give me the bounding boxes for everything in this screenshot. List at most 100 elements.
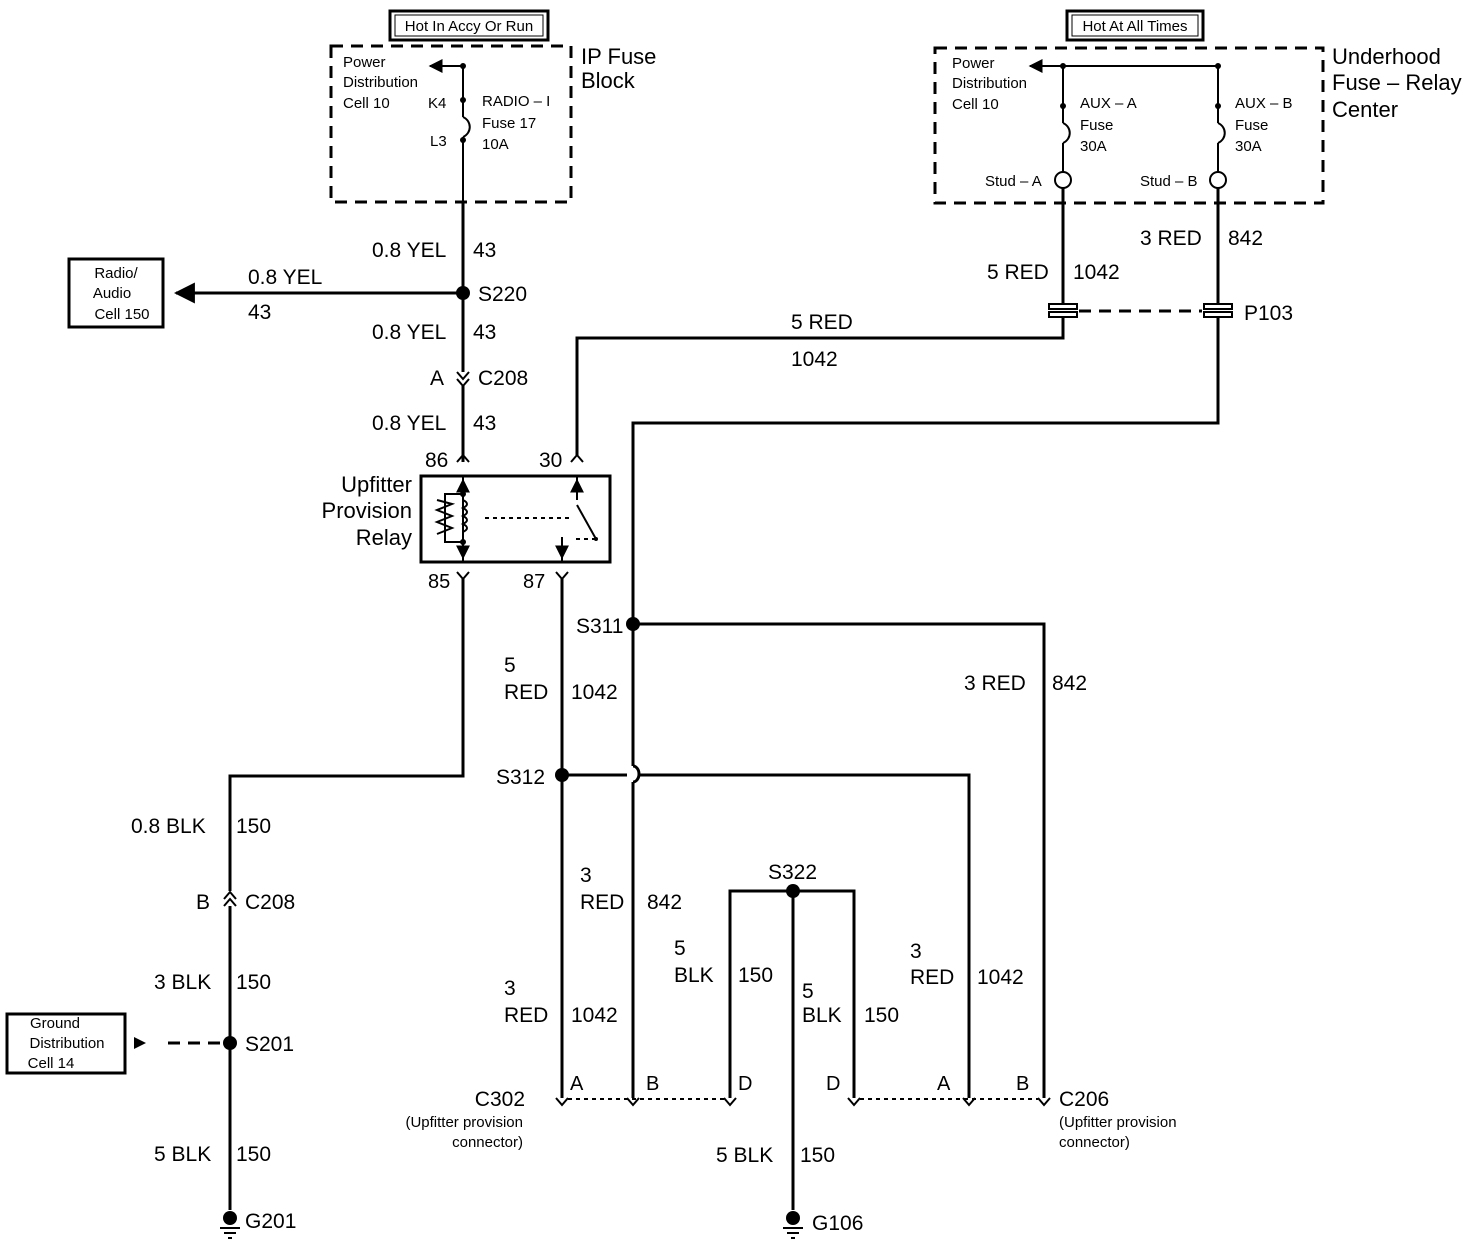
relay-name-2: Provision bbox=[322, 498, 412, 523]
c302-connector bbox=[555, 1097, 737, 1107]
ip-pd-label-2: Distribution bbox=[343, 74, 418, 91]
c302-label: C302 bbox=[475, 1088, 525, 1111]
radio-fuse-label: RADIO – I bbox=[482, 93, 550, 110]
aux-b-fuse-label-2: Fuse bbox=[1235, 117, 1268, 134]
ip-fuse-block-name: IP Fuse bbox=[581, 44, 656, 69]
wire-43-color-2: 0.8 YEL bbox=[372, 321, 446, 344]
k4-label: K4 bbox=[428, 95, 446, 112]
underhood-pd-label-3: Cell 10 bbox=[952, 96, 999, 113]
wire-150-color-g106: 5 BLK bbox=[716, 1144, 773, 1167]
wire-1042-size-a: 5 bbox=[504, 654, 516, 677]
stud-b-symbol bbox=[1209, 171, 1227, 189]
radio-fuse-rating: 10A bbox=[482, 136, 509, 153]
s322-splice bbox=[786, 884, 800, 898]
wire-1042-number-c: 1042 bbox=[977, 966, 1024, 989]
relay-pin-85: 85 bbox=[428, 571, 450, 593]
wire-150-number-3: 150 bbox=[236, 1143, 271, 1166]
wire-150-number-1: 150 bbox=[236, 815, 271, 838]
c302-pin-b: B bbox=[646, 1073, 659, 1095]
p103-label: P103 bbox=[1244, 302, 1293, 325]
underhood-fuse-relay-center: Underhood Fuse – Relay Center Power Dist… bbox=[933, 44, 1462, 205]
wire-43-radio-color: 0.8 YEL bbox=[248, 266, 322, 289]
underhood-name: Underhood bbox=[1332, 44, 1441, 69]
wire-1042-number-mid: 1042 bbox=[791, 348, 838, 371]
p103-connector bbox=[1048, 303, 1233, 318]
c206-note-1: (Upfitter provision bbox=[1059, 1114, 1177, 1131]
wire-43-number-3: 43 bbox=[473, 412, 496, 435]
wire-1042-color-mid: 5 RED bbox=[791, 311, 853, 334]
radio-fuse-symbol bbox=[462, 116, 471, 138]
underhood-name-3: Center bbox=[1332, 97, 1398, 122]
s201-splice bbox=[223, 1036, 237, 1050]
wire-1042-size-c: 3 bbox=[910, 940, 922, 963]
wire-842-color-b: RED bbox=[580, 891, 624, 914]
wire-150-size-d2: 5 bbox=[802, 980, 814, 1003]
s201-label: S201 bbox=[245, 1033, 294, 1056]
g106-ground-icon bbox=[783, 1211, 803, 1239]
wire-1042-color-a: RED bbox=[504, 681, 548, 704]
stud-a-symbol bbox=[1054, 171, 1072, 189]
wire-1042-color-top: 5 RED bbox=[987, 261, 1049, 284]
wire-1042-number-top: 1042 bbox=[1073, 261, 1120, 284]
aux-b-fuse-label: AUX – B bbox=[1235, 95, 1293, 112]
circuit-43 bbox=[173, 202, 470, 463]
accy-run-label: Hot In Accy Or Run bbox=[405, 18, 533, 35]
wire-150-number-d2: 150 bbox=[864, 1004, 899, 1027]
c208-pin-a: A bbox=[430, 367, 444, 390]
wire-43-number-1: 43 bbox=[473, 239, 496, 262]
ip-fuse-block: IP Fuse Block Power Distribution Cell 10… bbox=[329, 44, 656, 204]
aux-a-fuse-label-2: Fuse bbox=[1080, 117, 1113, 134]
c208-pin-b: B bbox=[196, 891, 210, 914]
wire-150-color-1: 0.8 BLK bbox=[131, 815, 206, 838]
upfitter-provision-relay bbox=[419, 474, 612, 564]
ip-pd-label: Power bbox=[343, 54, 386, 71]
wire-150-color-2: 3 BLK bbox=[154, 971, 211, 994]
relay-pin-87: 87 bbox=[523, 571, 545, 593]
wire-842-color-right: 3 RED bbox=[964, 672, 1026, 695]
c206-pin-a: A bbox=[937, 1073, 951, 1095]
wire-842-number-right: 842 bbox=[1052, 672, 1087, 695]
stud-b-label: Stud – B bbox=[1140, 173, 1198, 190]
ground-distribution-box: Ground Distribution Cell 14 bbox=[5, 1012, 127, 1075]
c206-pin-d: D bbox=[826, 1073, 840, 1095]
s322-label: S322 bbox=[768, 861, 817, 884]
underhood-name-2: Fuse – Relay bbox=[1332, 70, 1462, 95]
wire-150-number-g106: 150 bbox=[800, 1144, 835, 1167]
underhood-pd-label-2: Distribution bbox=[952, 75, 1027, 92]
ip-fuse-block-name-2: Block bbox=[581, 68, 636, 93]
wire-43-color-1: 0.8 YEL bbox=[372, 239, 446, 262]
wire-150-color-3: 5 BLK bbox=[154, 1143, 211, 1166]
circuit-1042-distribution bbox=[555, 579, 971, 1098]
c206-connector bbox=[847, 1097, 1051, 1107]
stud-a-label: Stud – A bbox=[985, 173, 1042, 190]
c206-label: C206 bbox=[1059, 1088, 1109, 1111]
c302-pin-d: D bbox=[738, 1073, 752, 1095]
wire-842-number-b: 842 bbox=[647, 891, 682, 914]
relay-name-3: Relay bbox=[356, 525, 412, 550]
radio-box-line2: Audio bbox=[93, 285, 131, 302]
g201-ground-icon bbox=[220, 1211, 240, 1239]
radio-fuse-number: Fuse 17 bbox=[482, 115, 536, 132]
ground-box-line2: Distribution bbox=[29, 1035, 104, 1052]
wire-150-size-d1: 5 bbox=[674, 937, 686, 960]
aux-a-fuse-rating: 30A bbox=[1080, 138, 1107, 155]
aux-b-fuse-symbol bbox=[1217, 122, 1226, 144]
c206-note-2: connector) bbox=[1059, 1134, 1130, 1151]
relay-pin-30: 30 bbox=[539, 449, 562, 472]
wire-150-color-d1: BLK bbox=[674, 964, 714, 987]
wire-150-number-2: 150 bbox=[236, 971, 271, 994]
g201-label: G201 bbox=[245, 1210, 296, 1233]
accy-run-label-box: Hot In Accy Or Run bbox=[388, 9, 550, 42]
c302-note-1: (Upfitter provision bbox=[405, 1114, 523, 1131]
ground-box-line1: Ground bbox=[30, 1015, 80, 1032]
wire-1042-number-b: 1042 bbox=[571, 1004, 618, 1027]
wire-150-number-d1: 150 bbox=[738, 964, 773, 987]
wire-43-number-2: 43 bbox=[473, 321, 496, 344]
relay-pin-86: 86 bbox=[425, 449, 448, 472]
wire-1042-size-b: 3 bbox=[504, 977, 516, 1000]
always-label: Hot At All Times bbox=[1082, 18, 1187, 35]
aux-a-fuse-symbol bbox=[1062, 122, 1071, 144]
s312-label: S312 bbox=[496, 766, 545, 789]
circuit-150-s322 bbox=[728, 884, 856, 1239]
